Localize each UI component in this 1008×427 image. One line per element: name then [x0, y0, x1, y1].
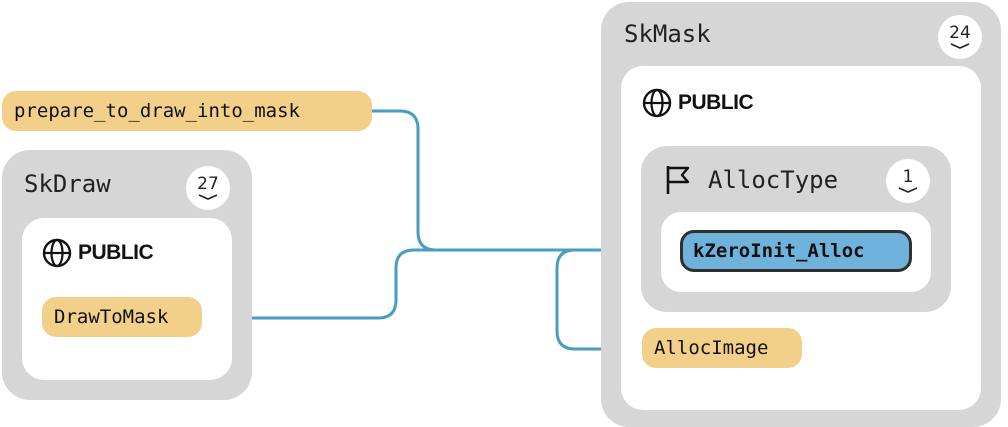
chevron-down-icon: [898, 186, 918, 193]
kzeroinit-alloc-node[interactable]: kZeroInit_Alloc: [680, 230, 912, 272]
drawtomask-label: DrawToMask: [54, 306, 169, 328]
alloctype-title: AllocType: [708, 166, 839, 194]
skmask-count: 24: [949, 22, 971, 43]
free-function-label: prepare_to_draw_into_mask: [14, 100, 300, 122]
skmask-count-badge[interactable]: 24: [938, 15, 982, 59]
edge-allocimage-to-kzeroinit: [555, 248, 676, 351]
skdraw-count-badge[interactable]: 27: [186, 166, 230, 210]
globe-icon: [642, 88, 672, 118]
skmask-public-header: PUBLIC: [642, 88, 754, 118]
chevron-down-icon: [950, 42, 970, 49]
skdraw-title: SkDraw: [24, 170, 111, 198]
allocimage-node[interactable]: AllocImage: [642, 328, 802, 368]
skdraw-public-header: PUBLIC: [42, 238, 154, 268]
skmask-title: SkMask: [624, 20, 711, 48]
kzeroinit-alloc-label: kZeroInit_Alloc: [693, 240, 865, 262]
alloctype-count: 1: [902, 166, 914, 187]
drawtomask-node[interactable]: DrawToMask: [42, 297, 202, 337]
edge-drawtomask-to-kzeroinit: [202, 248, 600, 320]
flag-icon: [666, 166, 690, 194]
globe-icon: [42, 238, 72, 268]
allocimage-label: AllocImage: [654, 337, 769, 359]
alloctype-count-badge[interactable]: 1: [886, 159, 930, 203]
skdraw-public-label: PUBLIC: [78, 241, 154, 264]
chevron-down-icon: [198, 193, 218, 200]
skmask-public-label: PUBLIC: [678, 91, 754, 114]
skdraw-count: 27: [197, 173, 219, 194]
free-function-node[interactable]: prepare_to_draw_into_mask: [2, 91, 372, 131]
